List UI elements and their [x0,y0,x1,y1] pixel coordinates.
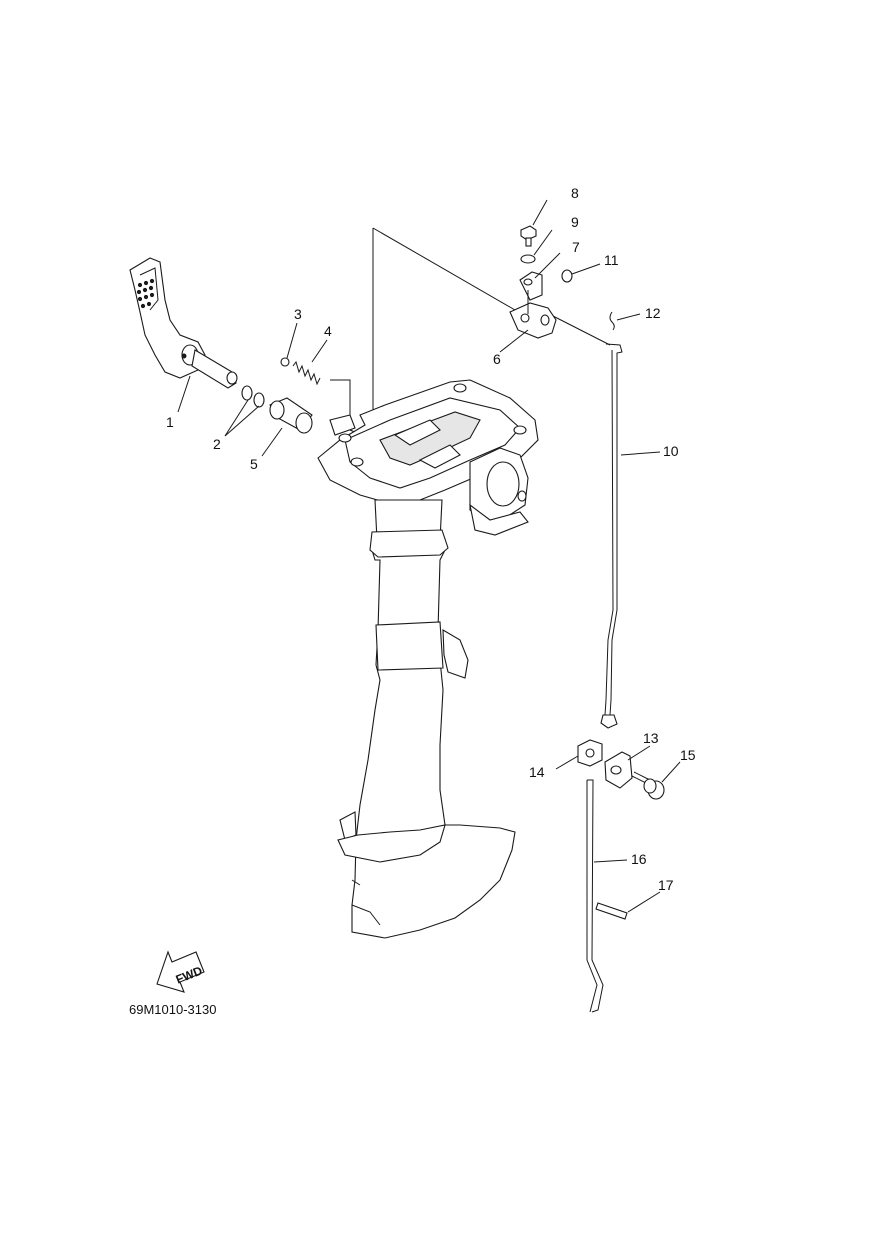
part-17-pin [595,902,628,920]
callout-9: 9 [571,214,579,230]
part-15-bolt [631,771,665,800]
part-4-spring [292,360,321,386]
fwd-arrow-icon: FWD [156,950,205,993]
part-10-shift-rod [600,343,623,729]
callout-10: 10 [663,443,679,459]
part-11-nut [561,269,573,283]
callout-14: 14 [529,764,545,780]
callout-1: 1 [166,414,174,430]
callout-numbers: 1 2 3 4 5 6 7 8 9 10 11 12 13 14 15 16 1… [166,185,696,893]
part-13-clamp [604,751,633,789]
part-3-ball [280,357,290,367]
callout-16: 16 [631,851,647,867]
part-code: 69M1010-3130 [129,1002,216,1017]
part-12-cotter-pin [609,311,615,331]
callout-3: 3 [294,306,302,322]
callout-15: 15 [680,747,696,763]
upper-casing-plate [317,379,539,536]
callout-2: 2 [213,436,221,452]
part-2-o-rings [241,385,265,408]
part-16-lower-shift-rod [586,779,604,1013]
part-9-washer [520,254,536,264]
callout-6: 6 [493,351,501,367]
callout-12: 12 [645,305,661,321]
callout-8: 8 [571,185,579,201]
part-7-clip [519,271,543,301]
callout-13: 13 [643,730,659,746]
callout-17: 17 [658,877,674,893]
part-14-joint [577,739,603,767]
driveshaft-housing [337,499,516,939]
part-1-shift-lever [129,257,238,389]
callout-7: 7 [572,239,580,255]
part-5-bushing [269,397,313,434]
leader-lines [177,199,681,913]
part-6-bracket [509,290,557,339]
callout-4: 4 [324,323,332,339]
part-8-bolt [520,225,537,247]
callout-11: 11 [604,252,619,268]
callout-5: 5 [250,456,258,472]
